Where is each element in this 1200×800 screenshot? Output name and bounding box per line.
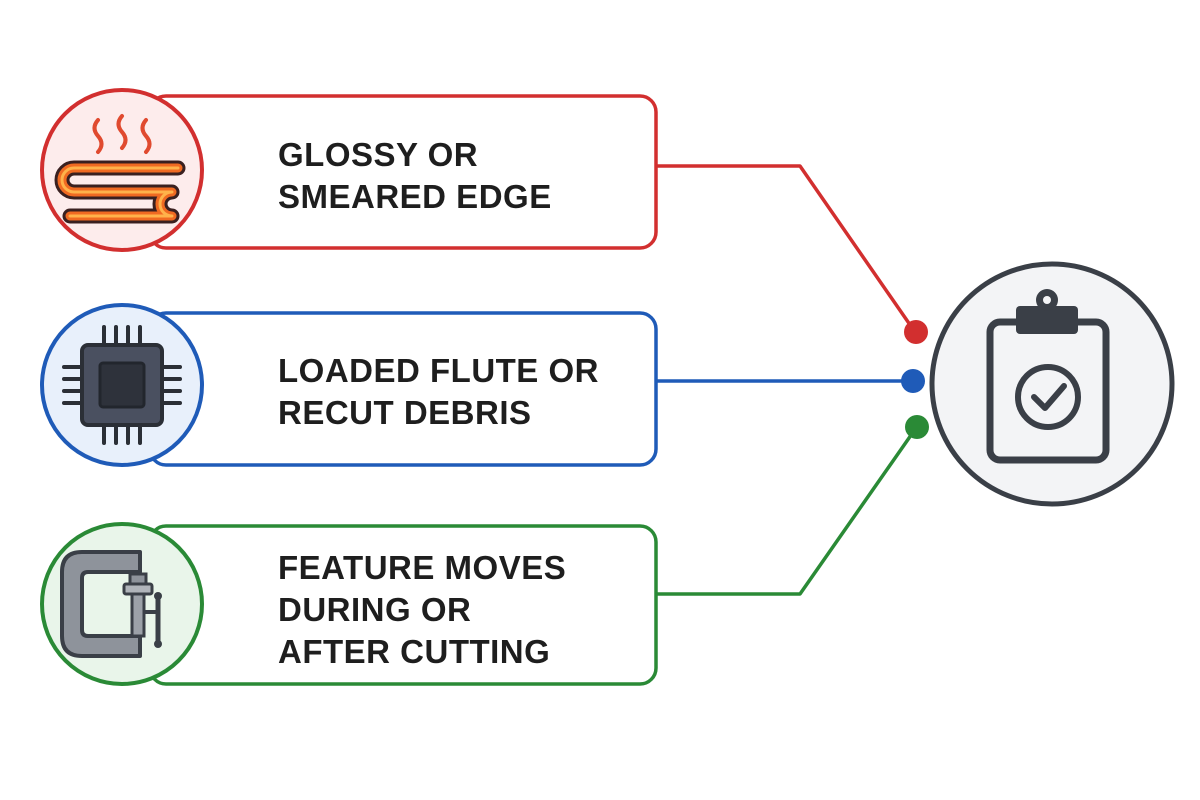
item-3-label-line-1: FEATURE MOVES xyxy=(278,549,567,586)
heat-element-icon xyxy=(54,114,186,224)
clipboard-check-icon xyxy=(986,289,1110,464)
connector-dot-2 xyxy=(901,369,925,393)
item-1-label-line-2: SMEARED EDGE xyxy=(278,178,552,215)
target-node xyxy=(929,261,1175,507)
item-1-label: GLOSSY OR SMEARED EDGE xyxy=(278,126,638,226)
item-card-2 xyxy=(40,303,658,467)
item-3-label-line-2: DURING OR xyxy=(278,591,472,628)
item-card-3 xyxy=(40,522,658,686)
connector-line-1 xyxy=(656,164,917,333)
chip-icon xyxy=(62,325,182,445)
connector-line-3 xyxy=(656,426,918,596)
item-2-label-line-1: LOADED FLUTE OR xyxy=(278,352,599,389)
item-3-label: FEATURE MOVES DURING OR AFTER CUTTING xyxy=(278,540,638,680)
c-clamp-icon xyxy=(60,550,162,658)
connector-dot-3 xyxy=(905,415,929,439)
item-2-label-line-2: RECUT DEBRIS xyxy=(278,394,532,431)
item-2-label: LOADED FLUTE OR RECUT DEBRIS xyxy=(278,342,638,442)
item-3-label-line-3: AFTER CUTTING xyxy=(278,633,551,670)
item-1-label-line-1: GLOSSY OR xyxy=(278,136,479,173)
item-card-1 xyxy=(40,88,658,252)
connector-dot-1 xyxy=(904,320,928,344)
